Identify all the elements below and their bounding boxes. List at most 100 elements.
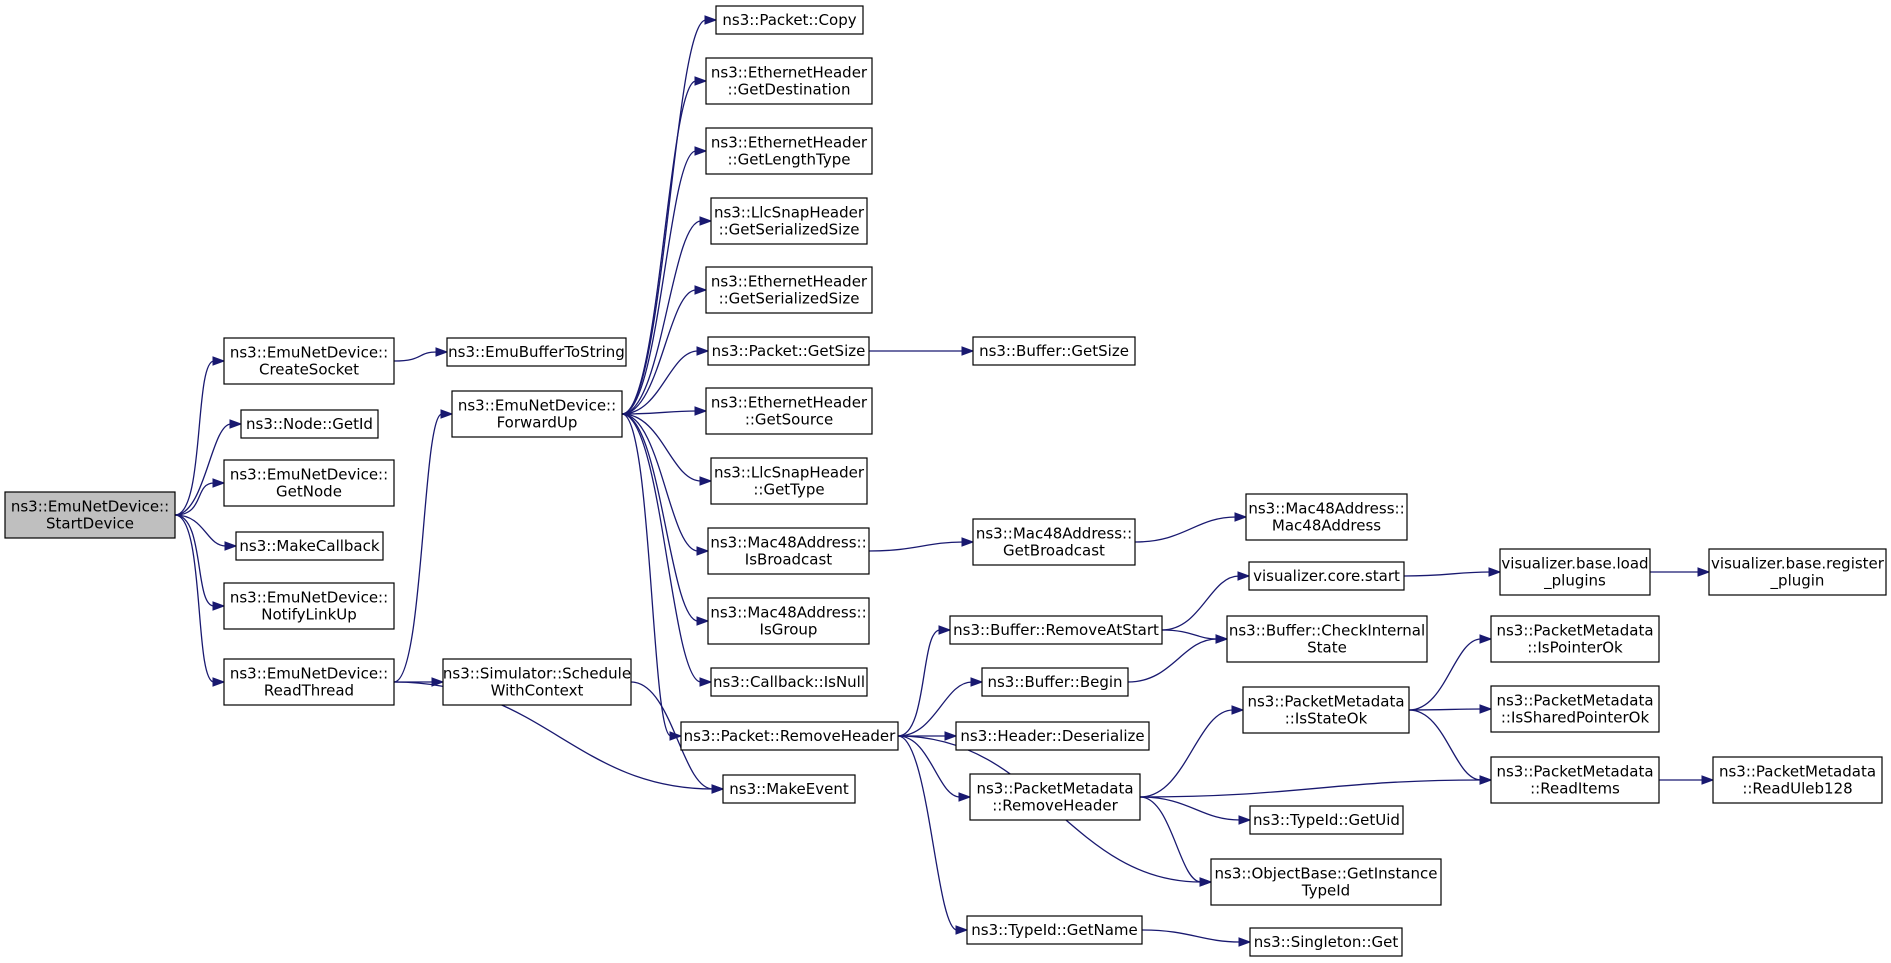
node-packet-remove-header[interactable]: ns3::Packet::RemoveHeader	[680, 721, 899, 751]
edge-arrowhead	[694, 285, 708, 295]
edge-start-device-to-create-socket	[174, 360, 215, 516]
node-pm-read-uleb128[interactable]: ns3::PacketMetadata::ReadUleb128	[1712, 756, 1883, 804]
node-label: ::IsSharedPointerOk	[1501, 709, 1650, 727]
node-box	[972, 336, 1136, 366]
node-label: IsBroadcast	[745, 551, 833, 569]
node-viz-base-register-plugin[interactable]: visualizer.base.register_plugin	[1708, 548, 1887, 596]
node-eth-get-serialized-size[interactable]: ns3::EthernetHeader::GetSerializedSize	[705, 266, 873, 314]
node-box	[710, 667, 868, 697]
node-typeid-get-uid[interactable]: ns3::TypeId::GetUid	[1249, 805, 1404, 835]
node-forward-up[interactable]: ns3::EmuNetDevice::ForwardUp	[451, 390, 623, 438]
node-box	[1490, 756, 1660, 804]
edge-forward-up-to-eth-get-serialized-size	[621, 289, 697, 415]
node-start-device[interactable]: ns3::EmuNetDevice::StartDevice	[4, 491, 176, 539]
node-box	[969, 773, 1141, 821]
edge-mac-is-broadcast-to-mac-get-broadcast	[868, 541, 964, 552]
node-label: WithContext	[491, 682, 584, 700]
node-label: ns3::PacketMetadata	[1496, 692, 1653, 710]
node-box	[705, 387, 873, 435]
node-packet-copy[interactable]: ns3::Packet::Copy	[715, 5, 864, 35]
node-typeid-get-name[interactable]: ns3::TypeId::GetName	[966, 915, 1143, 945]
node-label: ::IsPointerOk	[1527, 639, 1623, 657]
node-label: ns3::LlcSnapHeader	[714, 464, 865, 482]
node-box	[1712, 756, 1883, 804]
node-eth-get-destination[interactable]: ns3::EthernetHeader::GetDestination	[705, 57, 873, 105]
edge-arrowhead	[704, 15, 718, 25]
node-pm-read-items[interactable]: ns3::PacketMetadata::ReadItems	[1490, 756, 1660, 804]
node-pm-is-state-ok[interactable]: ns3::PacketMetadata::IsStateOk	[1242, 686, 1410, 734]
node-buffer-get-size[interactable]: ns3::Buffer::GetSize	[972, 336, 1136, 366]
edge-arrowhead	[711, 784, 725, 794]
node-singleton-get[interactable]: ns3::Singleton::Get	[1249, 927, 1403, 957]
edge-arrowhead	[696, 616, 710, 626]
edge-buffer-remove-at-start-to-viz-core-start	[1161, 575, 1240, 631]
node-callback-is-null[interactable]: ns3::Callback::IsNull	[710, 667, 868, 697]
node-eth-get-length-type[interactable]: ns3::EthernetHeader::GetLengthType	[705, 127, 873, 175]
node-get-node[interactable]: ns3::EmuNetDevice::GetNode	[223, 459, 395, 507]
edge-start-device-to-notify-link-up	[174, 514, 215, 607]
node-box	[955, 721, 1150, 751]
node-buffer-remove-at-start[interactable]: ns3::Buffer::RemoveAtStart	[949, 615, 1163, 645]
node-label: ns3::EthernetHeader	[711, 394, 868, 412]
node-label: ::GetDestination	[728, 81, 851, 99]
node-label: visualizer.base.load	[1501, 555, 1648, 573]
node-mac-is-group[interactable]: ns3::Mac48Address::IsGroup	[707, 597, 870, 645]
edge-arrowhead	[212, 356, 226, 366]
edge-pm-remove-header-to-objectbase-get-instance-typeid	[1139, 796, 1202, 883]
edge-forward-up-to-eth-get-source	[621, 410, 697, 415]
edge-arrowhead	[431, 677, 445, 687]
node-pm-is-pointer-ok[interactable]: ns3::PacketMetadata::IsPointerOk	[1490, 615, 1660, 663]
edge-mac-get-broadcast-to-mac-ctor	[1134, 516, 1237, 543]
edge-forward-up-to-packet-get-size	[621, 350, 699, 415]
node-label: Mac48Address	[1272, 517, 1381, 535]
node-label: ns3::Simulator::Schedule	[443, 665, 631, 683]
node-label: ns3::PacketMetadata	[976, 780, 1133, 798]
node-emu-buffer-to-string[interactable]: ns3::EmuBufferToString	[446, 337, 627, 367]
node-box	[235, 531, 384, 561]
node-mac-ctor[interactable]: ns3::Mac48Address::Mac48Address	[1245, 493, 1408, 541]
node-read-thread[interactable]: ns3::EmuNetDevice::ReadThread	[223, 658, 395, 706]
node-make-event[interactable]: ns3::MakeEvent	[722, 774, 856, 804]
node-box	[1708, 548, 1887, 596]
node-label: ns3::Mac48Address::	[710, 534, 866, 552]
node-pm-remove-header[interactable]: ns3::PacketMetadata::RemoveHeader	[969, 773, 1141, 821]
node-make-callback[interactable]: ns3::MakeCallback	[235, 531, 384, 561]
node-create-socket[interactable]: ns3::EmuNetDevice::CreateSocket	[223, 337, 395, 385]
node-mac-is-broadcast[interactable]: ns3::Mac48Address::IsBroadcast	[707, 527, 870, 575]
node-mac-get-broadcast[interactable]: ns3::Mac48Address::GetBroadcast	[972, 518, 1136, 566]
node-label: ::GetLengthType	[727, 151, 850, 169]
edge-typeid-get-name-to-singleton-get	[1141, 929, 1241, 943]
node-notify-link-up[interactable]: ns3::EmuNetDevice::NotifyLinkUp	[223, 582, 395, 630]
node-pm-is-shared-pointer-ok[interactable]: ns3::PacketMetadata::IsSharedPointerOk	[1490, 685, 1660, 733]
node-box	[972, 518, 1136, 566]
edges-layer	[174, 15, 1715, 947]
node-header-deserialize[interactable]: ns3::Header::Deserialize	[955, 721, 1150, 751]
node-box	[1210, 858, 1442, 906]
node-label: ns3::TypeId::GetUid	[1253, 811, 1400, 829]
node-box	[705, 266, 873, 314]
node-node-getid[interactable]: ns3::Node::GetId	[240, 409, 379, 439]
node-box	[1226, 615, 1428, 663]
node-label: ns3::ObjectBase::GetInstance	[1215, 865, 1438, 883]
edge-arrowhead	[958, 792, 972, 802]
edge-pm-remove-header-to-typeid-get-uid	[1139, 796, 1241, 821]
node-label: ns3::Mac48Address::	[1248, 500, 1404, 518]
node-box	[223, 582, 395, 630]
node-box	[1242, 686, 1410, 734]
node-packet-get-size[interactable]: ns3::Packet::GetSize	[707, 336, 870, 366]
edge-packet-remove-header-to-buffer-remove-at-start	[897, 629, 941, 737]
node-label: ReadThread	[264, 682, 354, 700]
node-label: ::GetType	[753, 481, 824, 499]
edge-start-device-to-node-getid	[174, 423, 232, 516]
node-viz-base-load-plugins[interactable]: visualizer.base.load_plugins	[1499, 548, 1651, 596]
node-label: ::RemoveHeader	[992, 797, 1118, 815]
node-llc-get-type[interactable]: ns3::LlcSnapHeader::GetType	[710, 457, 868, 505]
edge-forward-up-to-packet-copy	[621, 19, 707, 415]
node-buffer-begin[interactable]: ns3::Buffer::Begin	[981, 667, 1129, 697]
node-viz-core-start[interactable]: visualizer.core.start	[1248, 561, 1405, 591]
node-eth-get-source[interactable]: ns3::EthernetHeader::GetSource	[705, 387, 873, 435]
node-llc-get-serialized-size[interactable]: ns3::LlcSnapHeader::GetSerializedSize	[710, 197, 868, 245]
